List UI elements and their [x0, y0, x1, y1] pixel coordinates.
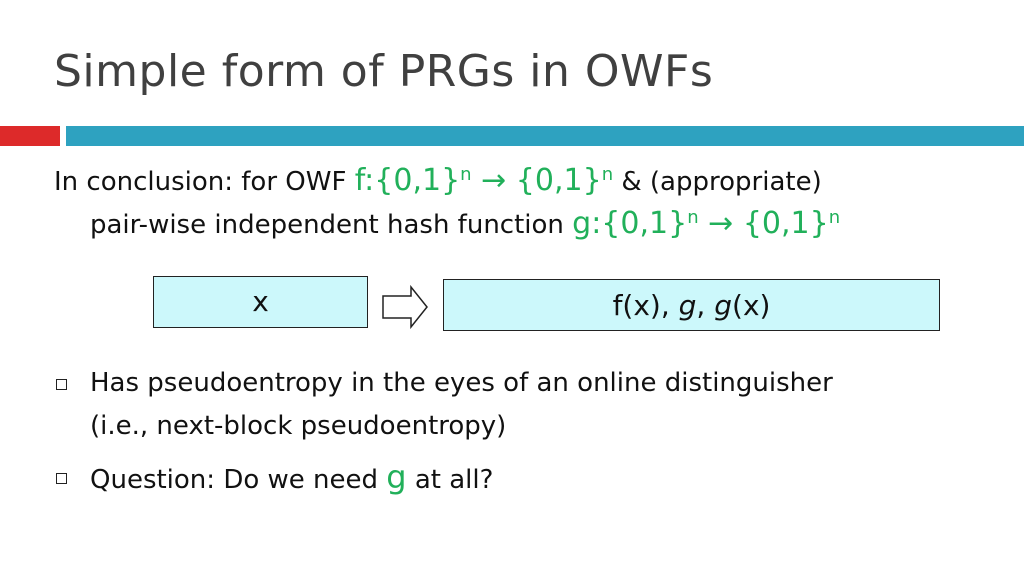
paragraph-line-2: pair-wise independent hash function g:{0… — [54, 203, 994, 246]
bullet-2-g: g — [386, 458, 407, 496]
output-sep: , — [696, 288, 715, 322]
accent-bar-blue — [66, 126, 1024, 146]
exp-n: n — [687, 207, 699, 228]
input-box: x — [153, 276, 368, 328]
g-domain: g:{0,1} — [572, 206, 688, 241]
g-codomain: → {0,1} — [698, 206, 829, 241]
slide-title: Simple form of PRGs in OWFs — [54, 46, 714, 97]
bullet-2-end: at all? — [406, 465, 494, 495]
bullet-1-line-2: (i.e., next-block pseudoentropy) — [90, 411, 507, 441]
bullet-2-text: Question: Do we need — [90, 465, 387, 495]
exp-n: n — [601, 164, 614, 185]
intro-text: In conclusion: for OWF — [54, 167, 355, 197]
hash-text: pair-wise independent hash function — [90, 210, 573, 240]
list-item: Question: Do we need g at all? — [54, 456, 1014, 502]
implies-arrow-icon — [382, 285, 428, 329]
list-item: Has pseudoentropy in the eyes of an onli… — [54, 362, 1014, 448]
square-bullet-icon — [56, 379, 67, 390]
output-g-apply: g — [714, 288, 733, 322]
f-map: f:{0,1}n → {0,1}n — [355, 163, 613, 198]
output-gx: (x) — [732, 288, 771, 322]
input-label: x — [252, 285, 269, 318]
accent-bar-red — [0, 126, 60, 146]
output-box: f(x), g, g(x) — [443, 279, 940, 331]
bullet-1-line-1: Has pseudoentropy in the eyes of an onli… — [90, 368, 833, 398]
f-codomain: → {0,1} — [471, 163, 602, 198]
exp-n: n — [460, 164, 472, 185]
output-label: f(x), g, g(x) — [613, 289, 771, 322]
g-map: g:{0,1}n → {0,1}n — [572, 206, 840, 241]
conclusion-paragraph: In conclusion: for OWF f:{0,1}n → {0,1}n… — [54, 160, 994, 246]
mid-text: & (appropriate) — [613, 167, 822, 197]
output-fx: f(x), — [612, 288, 679, 322]
exp-n: n — [828, 207, 841, 228]
square-bullet-icon — [56, 473, 67, 484]
f-domain: f:{0,1} — [354, 163, 461, 198]
bullet-list: Has pseudoentropy in the eyes of an onli… — [54, 362, 1014, 510]
output-g: g — [678, 288, 697, 322]
